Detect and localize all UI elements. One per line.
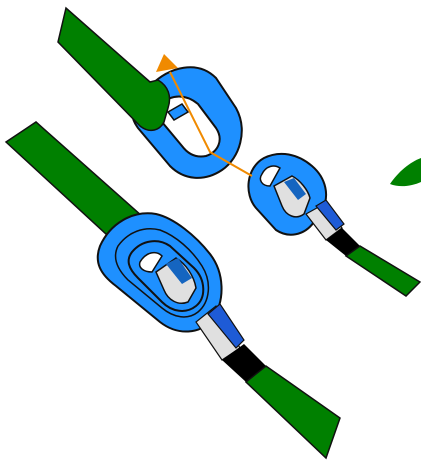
- top-strap-black-band: [326, 228, 360, 256]
- top-left-strap: [57, 6, 171, 132]
- fastened-male-window: [138, 251, 163, 273]
- bottom-right-strap: [244, 365, 341, 460]
- fastened-male-tongue-inner: [166, 258, 192, 284]
- top-right-strap: [344, 245, 421, 297]
- male-buckle: [247, 152, 328, 236]
- top-right-strap-assembly: [305, 199, 421, 297]
- female-buckle-bar: [166, 103, 190, 121]
- fastened-female-frame-rim: [114, 228, 210, 318]
- bottom-right-strap-assembly: [195, 303, 341, 460]
- male-buckle-tongue-inner: [284, 178, 306, 200]
- insertion-arrow-line: [169, 71, 253, 177]
- fastened-male-tongue: [155, 257, 197, 304]
- insertion-arrow: [156, 54, 253, 177]
- bottom-strap-black-band: [222, 344, 266, 382]
- male-buckle-window: [259, 165, 281, 187]
- bottom-strap-blue-section: [207, 303, 245, 349]
- male-buckle-tongue: [273, 175, 311, 218]
- top-strap-blue-section: [315, 199, 345, 231]
- offscreen-strap-fragment: [390, 158, 421, 187]
- insertion-arrow-head: [156, 54, 178, 72]
